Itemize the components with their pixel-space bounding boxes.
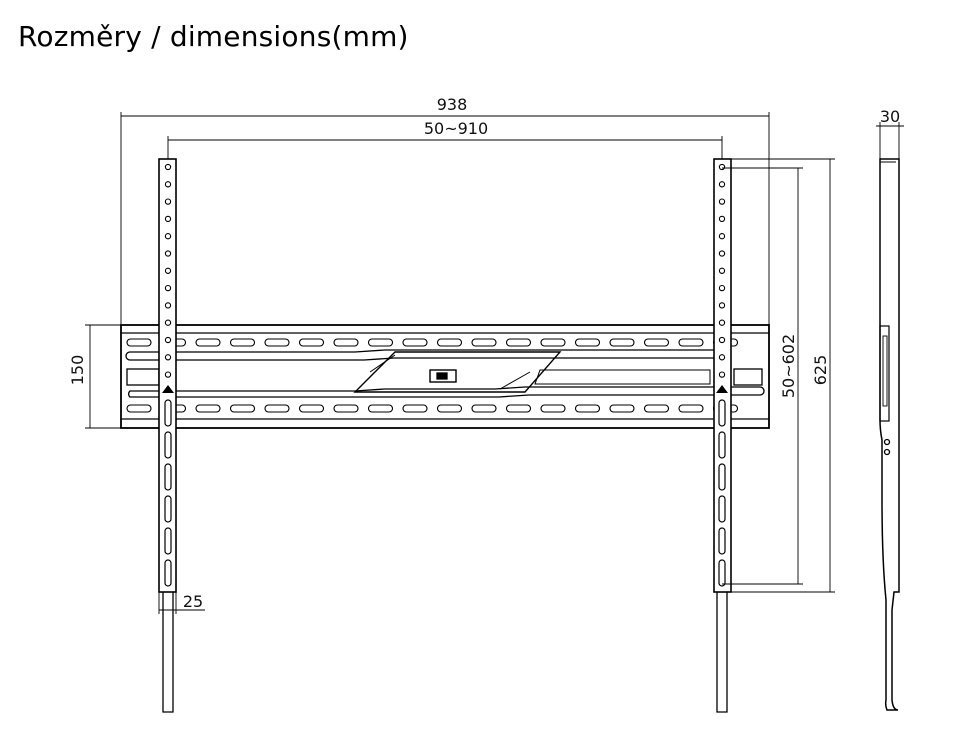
arm-hole [718, 284, 726, 292]
arm-hole [718, 181, 726, 188]
arm-slot [164, 527, 172, 555]
mounting-slot [574, 404, 601, 413]
arm-hole [718, 215, 726, 223]
arm-hole [164, 163, 172, 171]
lower-slot-row [126, 404, 739, 413]
mounting-slot [678, 338, 704, 347]
arm-hole [164, 250, 172, 257]
mounting-slot [402, 404, 428, 413]
arm-hole [718, 319, 726, 326]
arm-hole [164, 354, 172, 361]
side-view-profile [879, 158, 900, 711]
left-arm-holes [164, 163, 172, 587]
vesa-horizontal-label: 50~910 [424, 119, 488, 138]
mounting-slot [229, 338, 256, 347]
arm-width-label: 25 [183, 592, 203, 611]
arm-hole [164, 336, 172, 344]
mounting-slot [126, 338, 152, 347]
mounting-slot [540, 338, 566, 347]
mounting-slot [574, 338, 601, 347]
arm-slot [718, 559, 726, 587]
mounting-slot [367, 338, 394, 347]
mounting-slot [471, 338, 497, 347]
arm-slot [164, 495, 172, 523]
mounting-slot [126, 404, 152, 413]
arm-hole [164, 319, 172, 326]
mounting-slot [195, 404, 221, 413]
arm-slot [164, 463, 172, 491]
arm-hole [718, 163, 726, 171]
rail-height-label: 150 [68, 355, 87, 386]
mounting-slot [333, 404, 359, 413]
mounting-slot [505, 338, 532, 347]
left-arm [158, 158, 177, 713]
right-arm [713, 158, 732, 713]
arm-slot [718, 495, 726, 523]
mounting-slot [540, 404, 566, 413]
arm-hole [164, 233, 172, 240]
overall-width-label: 938 [437, 95, 468, 114]
wall-plate [120, 324, 770, 429]
mounting-slot [195, 338, 221, 347]
mounting-slot [298, 338, 325, 347]
mounting-slot [264, 338, 290, 347]
arm-hole [718, 198, 726, 205]
mounting-slot [229, 404, 256, 413]
right-arm-holes [718, 163, 726, 587]
dimension-arm-width [158, 592, 205, 614]
arm-slot [164, 559, 172, 587]
mounting-slot [402, 338, 428, 347]
mounting-slot [264, 404, 290, 413]
arm-hole [718, 336, 726, 344]
arm-hole [718, 302, 726, 309]
dimension-vesa-horizontal [167, 136, 723, 159]
mounting-slot [367, 404, 394, 413]
upper-slot-row [126, 338, 739, 347]
depth-label: 30 [880, 107, 900, 126]
dimension-rail-height [85, 324, 121, 429]
mounting-slot [505, 404, 532, 413]
mounting-slot [436, 404, 463, 413]
mounting-slot [333, 338, 359, 347]
mounting-slot [471, 404, 497, 413]
mounting-slot [436, 338, 463, 347]
arm-hole [718, 250, 726, 257]
dimension-vesa-vertical [722, 167, 803, 585]
arm-slot [718, 527, 726, 555]
arm-hole [164, 284, 172, 292]
page-title: Rozměry / dimensions(mm) [18, 20, 409, 53]
mounting-slot [609, 338, 635, 347]
arm-hole [164, 181, 172, 188]
arm-slot [718, 463, 726, 491]
overall-height-label: 625 [811, 355, 830, 386]
arm-hole [164, 267, 172, 274]
arm-hole [718, 267, 726, 274]
arm-hole [718, 354, 726, 361]
mounting-slot [298, 404, 325, 413]
arm-hole [164, 198, 172, 205]
mounting-slot [643, 404, 670, 413]
dimension-overall-width [120, 112, 770, 325]
arm-slot [718, 399, 726, 427]
arm-hole [718, 233, 726, 240]
mounting-slot [678, 404, 704, 413]
mounting-slot [643, 338, 670, 347]
arm-slot [164, 399, 172, 427]
arm-slot [718, 431, 726, 459]
dimension-overall-height [731, 158, 835, 593]
vesa-vertical-label: 50~602 [779, 334, 798, 398]
mounting-slot [609, 404, 635, 413]
dimension-depth [876, 122, 904, 159]
arm-hole [164, 215, 172, 223]
arm-hole [164, 371, 172, 378]
arm-hole [164, 302, 172, 309]
arm-slot [164, 431, 172, 459]
arm-hole [718, 371, 726, 378]
